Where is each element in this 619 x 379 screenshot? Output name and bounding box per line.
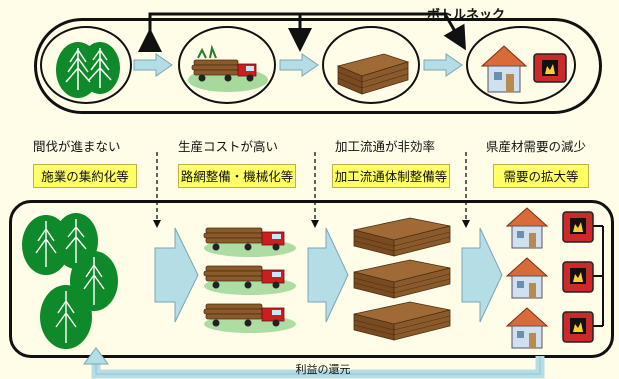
lumber-oval [322, 26, 420, 104]
forest-icon [56, 42, 120, 98]
forest-oval [40, 26, 132, 104]
wood-heater-icon [533, 53, 567, 83]
solution-badge-roads: 路網整備・機械化等 [178, 164, 296, 188]
return-label: 利益の還元 [295, 363, 351, 376]
problem-label-distribution: 加工流通が非効率 [335, 139, 436, 154]
problem-label-demand: 県産材需要の減少 [486, 139, 587, 154]
problem-label-thinning: 間伐が進まない [33, 139, 121, 154]
forest-cluster-icon [22, 213, 118, 349]
logging-oval [178, 26, 276, 104]
houses-and-heaters-icon [505, 207, 604, 349]
logging-trucks-icon [203, 227, 297, 334]
problem-label-cost: 生産コストが高い [178, 139, 279, 154]
solution-badge-demand: 需要の拡大等 [493, 164, 589, 188]
solution-badge-consolidation: 施業の集約化等 [33, 164, 137, 188]
lumber-stack-icon [336, 53, 410, 95]
solution-badge-distribution: 加工流通体制整備等 [332, 164, 450, 188]
house-icon [480, 45, 528, 93]
bottleneck-flow-frame [34, 18, 602, 114]
lumber-stacks-icon [353, 217, 451, 341]
market-oval [466, 26, 576, 104]
logging-truck-icon [188, 44, 268, 92]
